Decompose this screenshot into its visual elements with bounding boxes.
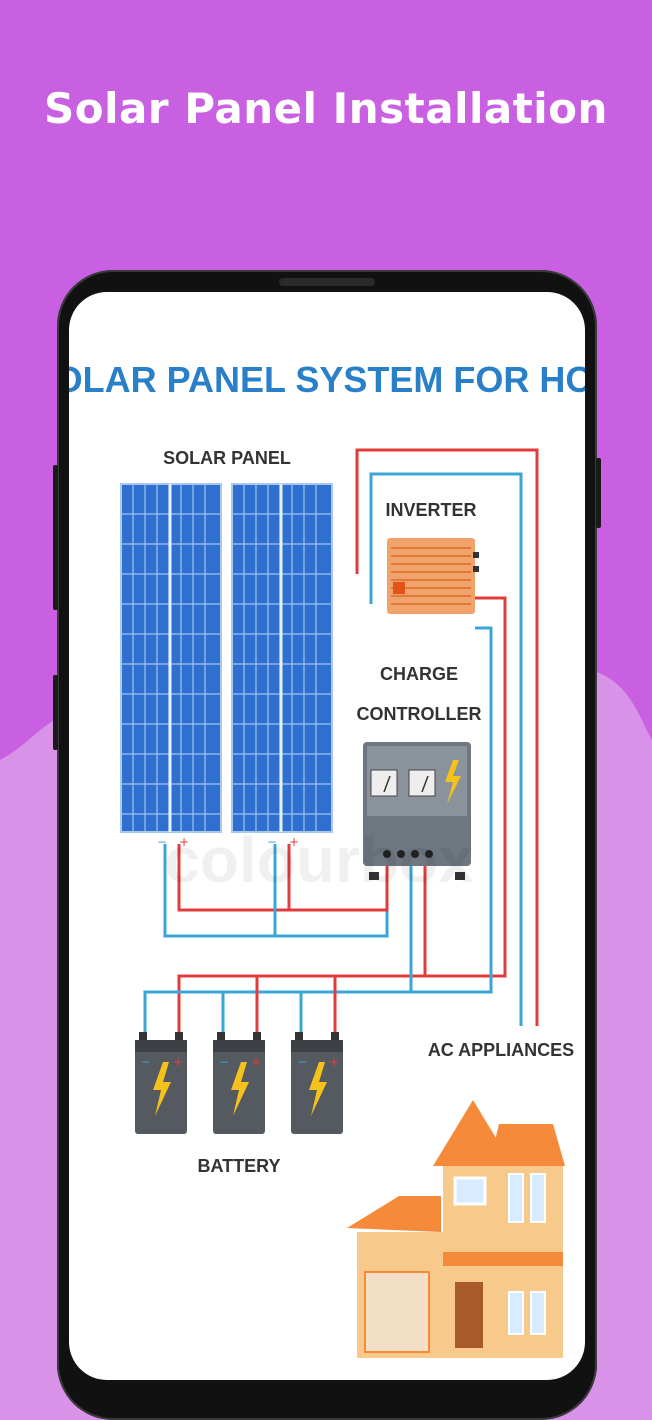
charge-controller bbox=[363, 742, 471, 880]
watermark: colourbox bbox=[164, 824, 474, 896]
charge-controller-label-line2: CONTROLLER bbox=[357, 704, 482, 724]
svg-text:−: − bbox=[267, 835, 277, 849]
svg-text:−: − bbox=[157, 835, 167, 849]
battery-2: − + bbox=[213, 1032, 265, 1134]
phone-side-button bbox=[53, 465, 58, 610]
page-title: Solar Panel Installation bbox=[44, 84, 608, 133]
svg-text:−: − bbox=[141, 1055, 151, 1069]
svg-text:+: + bbox=[173, 1055, 183, 1069]
battery-3: − + bbox=[291, 1032, 343, 1134]
solar-panel-left bbox=[120, 483, 222, 833]
solar-system-diagram: SOLAR PANEL SYSTEM FOR HOME SOLAR PANEL bbox=[69, 359, 585, 1358]
solar-panel-right bbox=[231, 483, 333, 833]
battery-label: BATTERY bbox=[198, 1156, 281, 1176]
solar-panel-label: SOLAR PANEL bbox=[163, 448, 291, 468]
svg-text:+: + bbox=[329, 1055, 339, 1069]
phone-speaker bbox=[279, 278, 375, 286]
svg-text:+: + bbox=[251, 1055, 261, 1069]
svg-text:+: + bbox=[289, 835, 299, 849]
svg-text:−: − bbox=[297, 1055, 307, 1069]
ac-appliances-label: AC APPLIANCES bbox=[428, 1040, 574, 1060]
house-illustration bbox=[347, 1100, 565, 1358]
wiring bbox=[143, 448, 539, 1040]
phone-side-button bbox=[53, 675, 58, 750]
phone-mockup: SOLAR PANEL SYSTEM FOR HOME SOLAR PANEL bbox=[53, 270, 601, 1420]
diagram-title: SOLAR PANEL SYSTEM FOR HOME bbox=[69, 359, 585, 400]
inverter-label: INVERTER bbox=[385, 500, 476, 520]
diagram-screen: SOLAR PANEL SYSTEM FOR HOME SOLAR PANEL bbox=[69, 292, 585, 1380]
phone-side-button bbox=[596, 458, 601, 528]
charge-controller-label-line1: CHARGE bbox=[380, 664, 458, 684]
svg-text:+: + bbox=[179, 835, 189, 849]
battery-1: − + bbox=[135, 1032, 187, 1134]
inverter bbox=[387, 538, 479, 614]
svg-text:−: − bbox=[219, 1055, 229, 1069]
